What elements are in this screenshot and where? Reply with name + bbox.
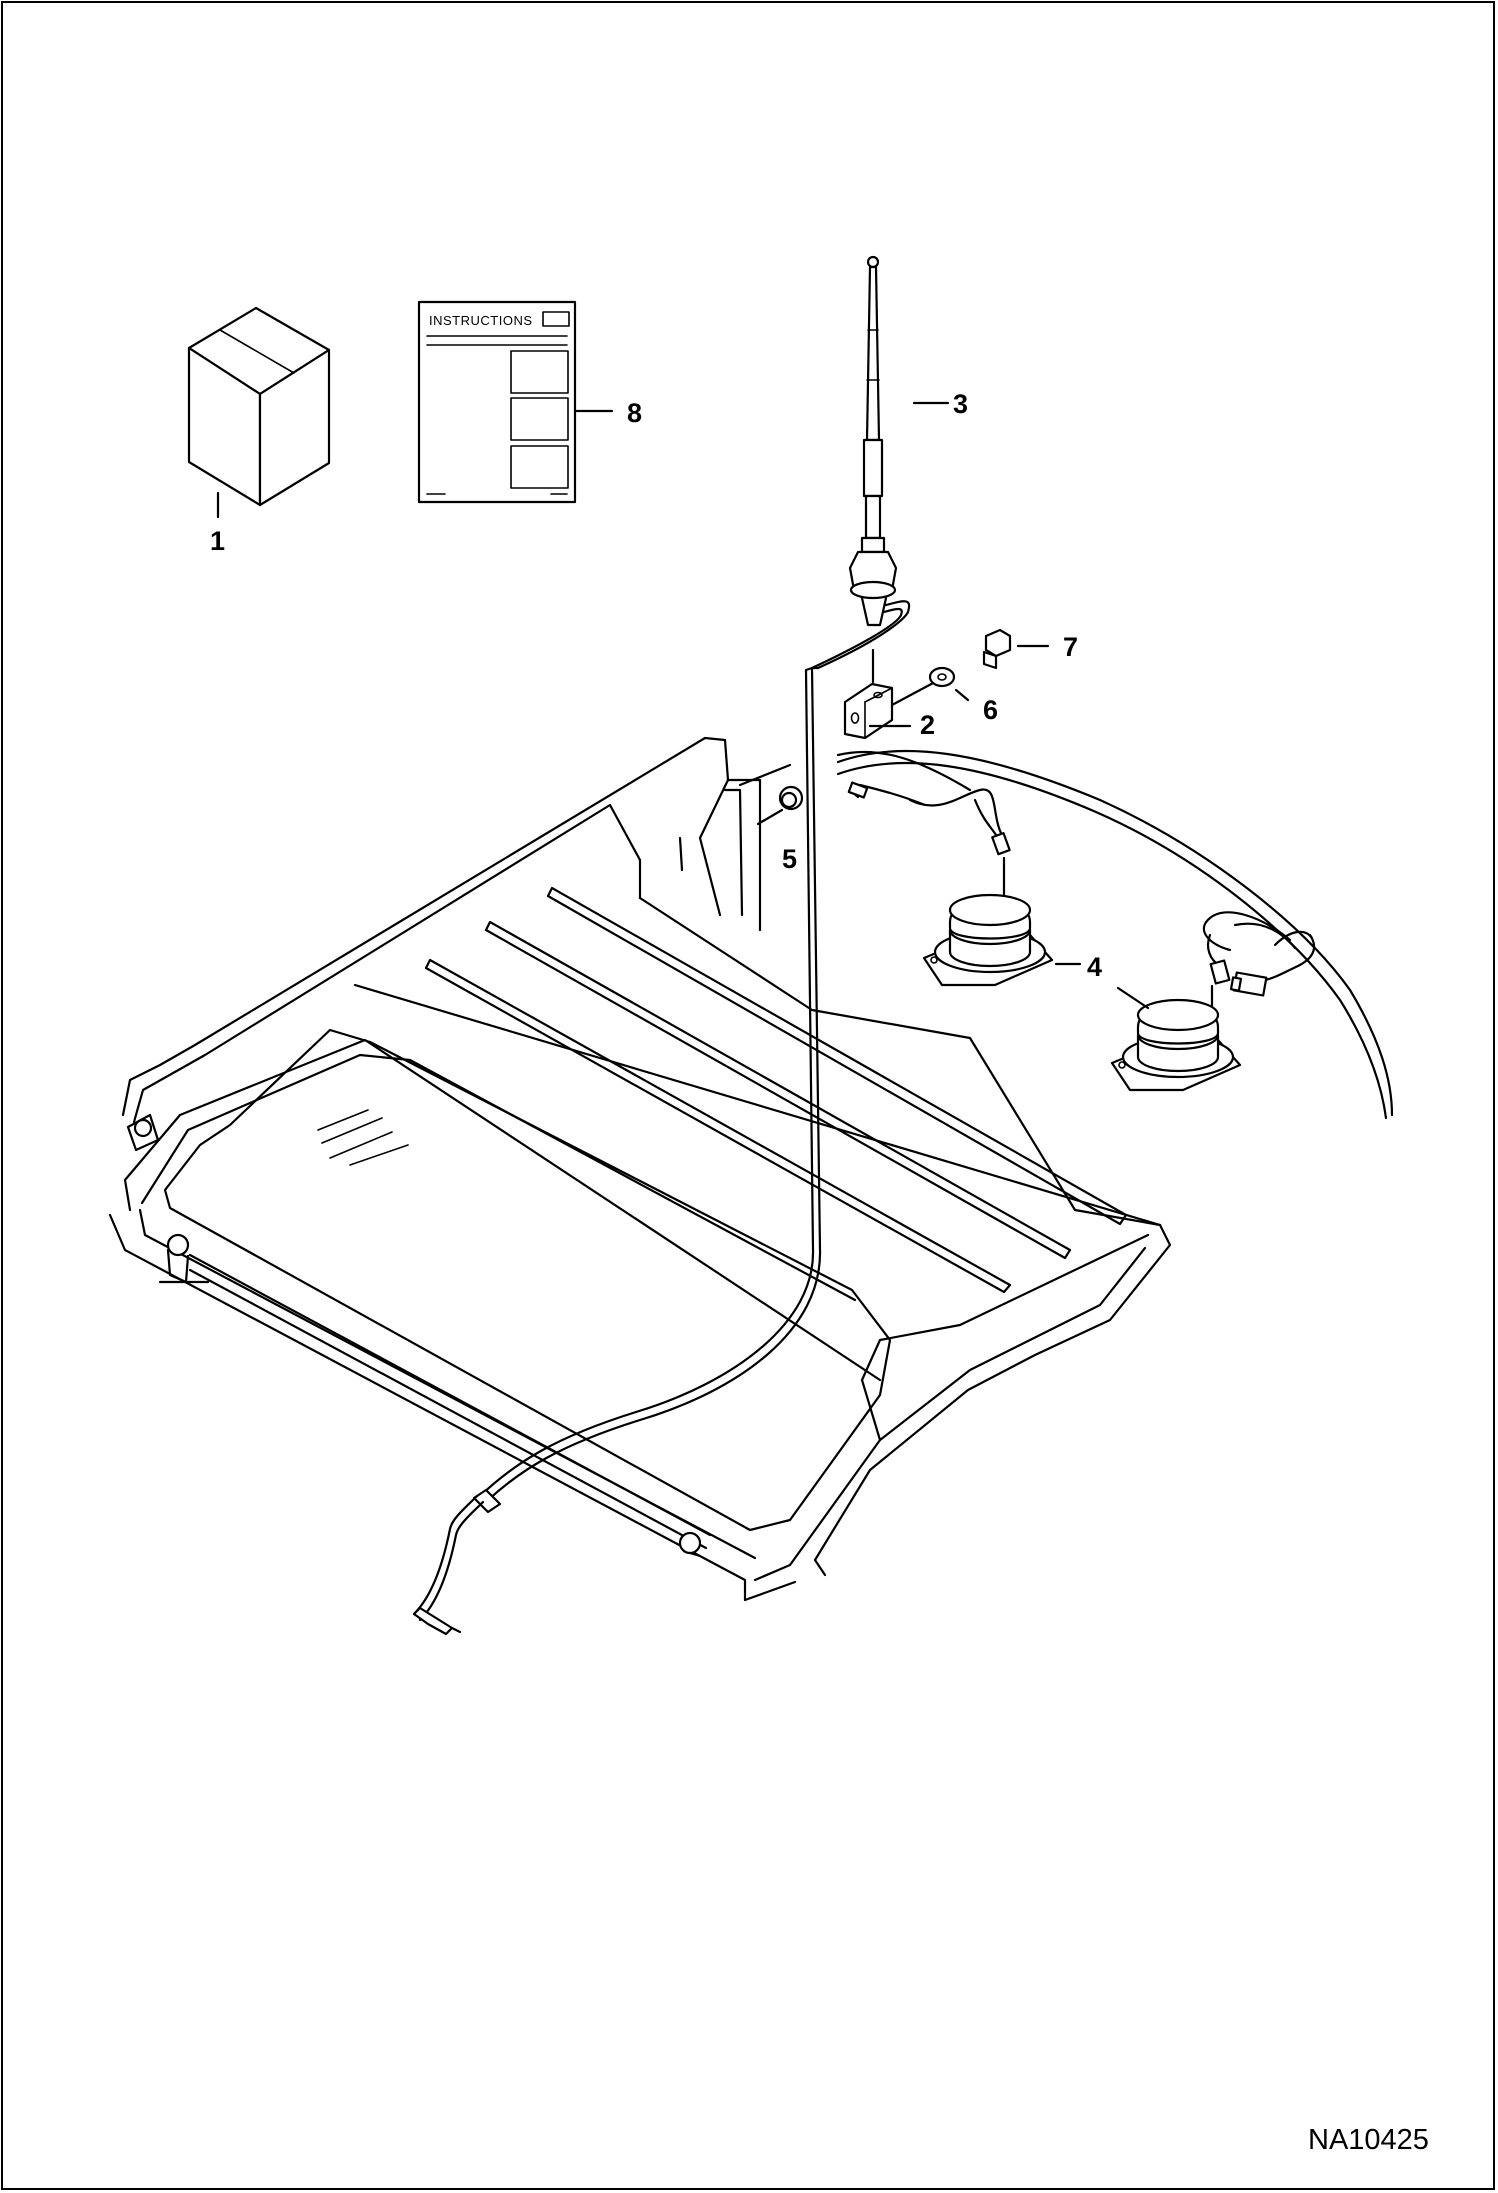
callout-2: 2 xyxy=(920,710,935,740)
washer xyxy=(928,666,970,702)
cab-roof xyxy=(108,736,1172,1602)
callout-8: 8 xyxy=(627,398,642,428)
wiring-harness xyxy=(836,749,1394,1120)
antenna xyxy=(810,255,950,670)
antenna-bracket xyxy=(843,680,937,740)
callout-3: 3 xyxy=(953,389,968,419)
bolt xyxy=(982,628,1050,670)
callout-1: 1 xyxy=(210,526,225,556)
kit-box xyxy=(187,306,331,519)
instructions-card: INSTRUCTIONS xyxy=(417,300,614,504)
callout-5: 5 xyxy=(782,844,797,874)
instructions-heading: INSTRUCTIONS xyxy=(429,313,533,328)
document-code: NA10425 xyxy=(1308,2124,1429,2156)
callout-6: 6 xyxy=(983,695,998,725)
callout-4: 4 xyxy=(1087,952,1102,982)
callout-7: 7 xyxy=(1063,632,1078,662)
speaker-right xyxy=(1110,998,1242,1092)
speaker-left xyxy=(922,893,1054,987)
grommet xyxy=(756,785,804,826)
